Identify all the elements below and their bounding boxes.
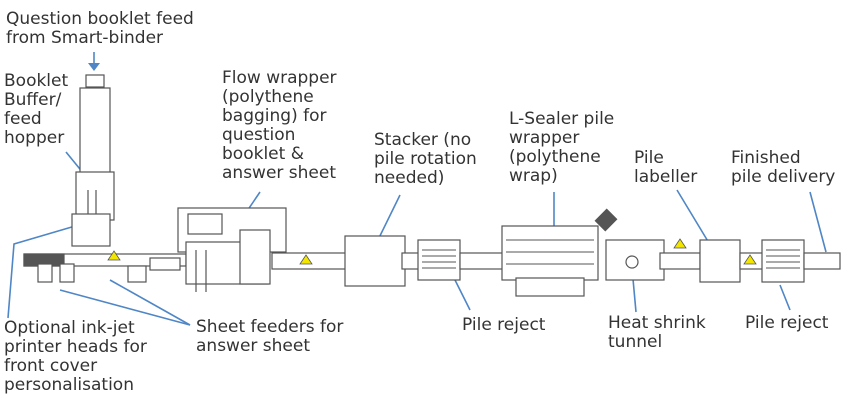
leader-sheet-feeder-a <box>59 289 191 326</box>
conveyor-4 <box>659 252 701 270</box>
label-inkjet: Optional ink-jet printer heads for front… <box>4 318 147 395</box>
stacker <box>344 235 406 287</box>
sheet-feeder-1 <box>127 265 147 283</box>
label-pile-reject-1: Pile reject <box>462 315 546 335</box>
warning-triangle-2 <box>299 254 313 265</box>
label-finished-delivery: Finished pile delivery <box>731 148 836 187</box>
l-sealer-base <box>515 277 585 297</box>
hopper-lower-box <box>71 213 111 247</box>
inkjet-head-1 <box>37 263 53 283</box>
leader-lines <box>7 52 827 326</box>
pile-labeller-unit <box>699 239 741 283</box>
buffer-hopper-column <box>79 87 111 179</box>
pile-reject-1-unit <box>417 239 461 281</box>
leader-pile-reject-1 <box>454 279 471 311</box>
roller-stripes <box>422 239 800 269</box>
machinery <box>23 74 841 297</box>
label-pile-labeller: Pile labeller <box>634 148 698 187</box>
warning-triangle-4 <box>743 254 757 265</box>
inkjet-head-2 <box>59 263 75 283</box>
flow-wrapper-roll <box>239 229 271 285</box>
l-sealer-body <box>501 225 599 281</box>
leader-booklet-feed-arrowhead <box>88 63 100 71</box>
label-l-sealer: L-Sealer pile wrapper (polythene wrap) <box>509 109 615 186</box>
warning-triangle-1 <box>107 250 121 261</box>
heat-shrink-fan <box>625 255 639 269</box>
sheet-feeder-2 <box>149 257 181 271</box>
leader-sheet-feeder-b <box>109 279 191 326</box>
label-buffer-hopper: Booklet Buffer/ feed hopper <box>4 71 69 148</box>
leader-finished-delivery <box>809 191 827 253</box>
feed-stub <box>85 74 105 88</box>
hopper-base <box>75 171 115 221</box>
leader-pile-labeller <box>676 189 713 249</box>
label-booklet-feed: Question booklet feed from Smart-binder <box>6 9 194 48</box>
label-pile-reject-2: Pile reject <box>745 313 829 333</box>
leader-pile-reject-2 <box>779 284 791 311</box>
pile-reject-2-unit <box>761 239 805 283</box>
l-sealer-box <box>594 208 618 232</box>
label-sheet-feeders: Sheet feeders for answer sheet <box>196 317 344 356</box>
leader-inkjet <box>7 223 83 319</box>
warning-triangles <box>107 238 757 265</box>
conveyor-3 <box>459 252 505 270</box>
label-stacker: Stacker (no pile rotation needed) <box>374 130 477 188</box>
label-flow-wrapper: Flow wrapper (polythene bagging) for que… <box>222 68 337 183</box>
delivery-conveyor <box>803 252 841 270</box>
flow-wrapper-panel <box>187 213 223 235</box>
label-heat-shrink: Heat shrink tunnel <box>608 313 706 352</box>
warning-triangle-3 <box>673 238 687 249</box>
